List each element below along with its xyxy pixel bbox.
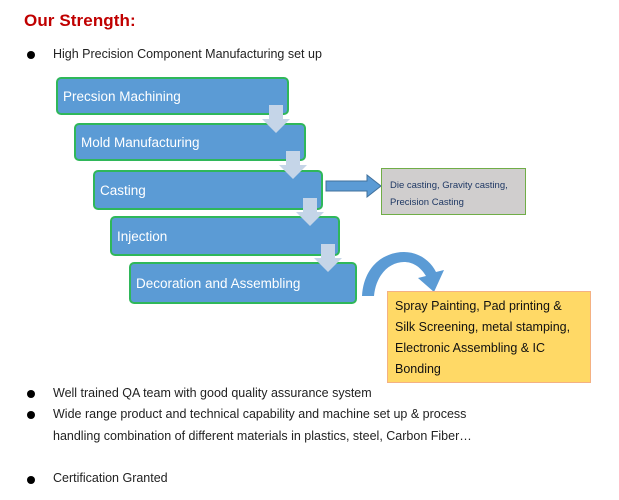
step-label: Precsion Machining xyxy=(63,88,181,104)
decoration-detail-line: Spray Painting, Pad printing & xyxy=(395,299,562,313)
step-label: Mold Manufacturing xyxy=(81,134,200,150)
process-step-decoration: Decoration and Assembling xyxy=(129,262,357,304)
decoration-detail-line: Electronic Assembling & IC xyxy=(395,341,546,355)
bullet-text: High Precision Component Manufacturing s… xyxy=(53,47,322,61)
down-arrow-icon xyxy=(262,105,290,133)
decoration-detail-line: Bonding xyxy=(395,362,441,376)
bullet-text: Well trained QA team with good quality a… xyxy=(53,386,372,400)
casting-details-box: Die casting, Gravity casting, Precision … xyxy=(381,168,526,215)
process-step-mold: Mold Manufacturing xyxy=(74,123,306,161)
bullet-icon xyxy=(27,411,35,419)
process-step-casting: Casting xyxy=(93,170,323,210)
bullet-text: Certification Granted xyxy=(53,471,168,485)
bullet-icon xyxy=(27,476,35,484)
decoration-details-box: Spray Painting, Pad printing & Silk Scre… xyxy=(387,291,591,383)
process-step-injection: Injection xyxy=(110,216,340,256)
step-label: Casting xyxy=(100,182,146,198)
down-arrow-icon xyxy=(296,198,324,226)
down-arrow-icon xyxy=(314,244,342,272)
bullet-text: Wide range product and technical capabil… xyxy=(53,407,467,421)
process-step-machining: Precsion Machining xyxy=(56,77,289,115)
step-label: Decoration and Assembling xyxy=(136,275,301,291)
page-heading: Our Strength: xyxy=(24,11,136,30)
casting-detail-line: Precision Casting xyxy=(390,197,464,208)
bullet-icon xyxy=(27,51,35,59)
step-label: Injection xyxy=(117,228,168,244)
casting-detail-line: Die casting, Gravity casting, xyxy=(390,180,508,191)
right-arrow-icon xyxy=(325,174,382,198)
bullet-text-continuation: handling combination of different materi… xyxy=(53,429,472,443)
decoration-detail-line: Silk Screening, metal stamping, xyxy=(395,320,571,334)
bullet-icon xyxy=(27,390,35,398)
down-arrow-icon xyxy=(279,151,307,179)
curved-arrow-icon xyxy=(362,252,444,296)
